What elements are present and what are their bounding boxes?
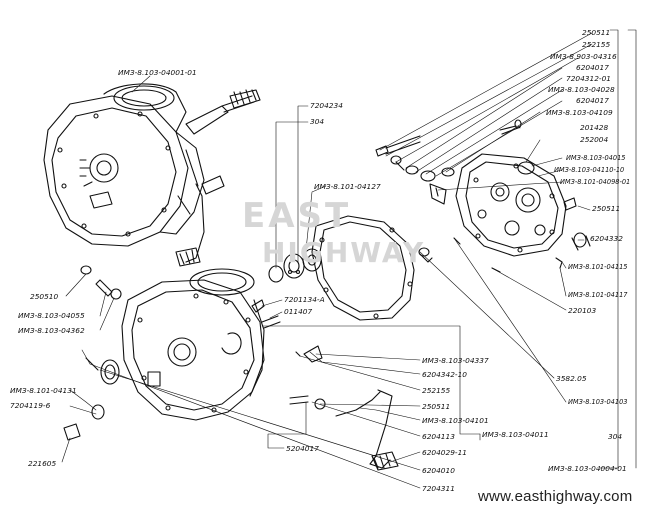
label-r-7204312: 7204312-01	[566, 74, 611, 83]
label-l-7204119: 7204119-6	[10, 401, 51, 410]
label-7204234: 7204234	[310, 101, 343, 110]
label-assembly-right: ИМЗ-8.103-04004-01	[548, 464, 627, 473]
label-r-04028: ИМЗ-8.103-04028	[548, 85, 615, 94]
label-r-04115: ИМЗ-8.101-04115	[568, 263, 628, 271]
label-assembly-top: ИМЗ-8.103-04001-01	[118, 68, 197, 77]
label-b-250511: 250511	[422, 402, 451, 411]
label-r-04109: ИМЗ-8.103-04109	[546, 108, 613, 117]
label-304-top: 304	[310, 117, 325, 126]
leader-lines	[61, 29, 637, 489]
label-m-7201134: 7201134-А	[284, 295, 325, 304]
label-r-04098: ИМЗ-8.101-04098-01	[560, 178, 631, 186]
label-r-04110: ИМЗ-8.103-04110-10	[554, 166, 625, 174]
watermark-line2: HIGHWAY	[262, 236, 426, 269]
label-l-250510: 250510	[30, 292, 59, 301]
label-b-04101: ИМЗ-8.103-04101	[422, 416, 489, 425]
label-r-220103: 220103	[568, 306, 597, 315]
label-l-04131: ИМЗ-8.101-04131	[10, 386, 77, 395]
label-b-304: 304	[608, 432, 623, 441]
right-cover	[455, 153, 567, 257]
label-r-6204332: 6204332	[590, 234, 623, 243]
label-r-250511b: 250511	[592, 204, 621, 213]
label-b-6204113: 6204113	[422, 432, 455, 441]
label-b-252155: 252155	[422, 386, 451, 395]
label-b-6204342: 6204342-10	[422, 370, 467, 379]
label-b-6204010: 6204010	[422, 466, 455, 475]
label-r-903-04316: ИМЗ-8.903-04316	[550, 52, 617, 61]
label-b-5204017: 5204017	[286, 444, 319, 453]
label-r-250511: 250511	[582, 28, 611, 37]
label-b-3582: 3582.05	[556, 374, 587, 383]
lower-gearbox-housing	[121, 268, 265, 421]
label-r-252004: 252004	[580, 135, 609, 144]
upper-gearbox-assembly	[43, 83, 261, 267]
label-b-04103: ИМЗ-8.103-04103	[568, 398, 628, 406]
label-m-011407: 011407	[284, 307, 313, 316]
label-r-6204017b: 6204017	[576, 96, 609, 105]
footer-site-url: www.easthighway.com	[478, 488, 633, 505]
label-l-04055: ИМЗ-8.103-04055	[18, 311, 85, 320]
watermark-line1: EAST	[242, 196, 352, 236]
label-b-04337: ИМЗ-8.103-04337	[422, 356, 489, 365]
label-b-6204029: 6204029-11	[422, 448, 467, 457]
label-r-04117: ИМЗ-8.101-04117	[568, 291, 628, 299]
label-b-7204311: 7204311	[422, 484, 455, 493]
label-04127: ИМЗ-8.101-04127	[314, 182, 381, 191]
label-b-04011: ИМЗ-8.103-04011	[482, 430, 549, 439]
label-l-221605: 221605	[28, 459, 57, 468]
label-l-04362: ИМЗ-8.103-04362	[18, 326, 85, 335]
label-r-6204017a: 6204017	[576, 63, 609, 72]
label-r-201428: 201428	[580, 123, 609, 132]
label-r-04015: ИМЗ-8.103-04015	[566, 154, 626, 162]
label-r-252155: 252155	[582, 40, 611, 49]
gasket	[311, 215, 415, 321]
